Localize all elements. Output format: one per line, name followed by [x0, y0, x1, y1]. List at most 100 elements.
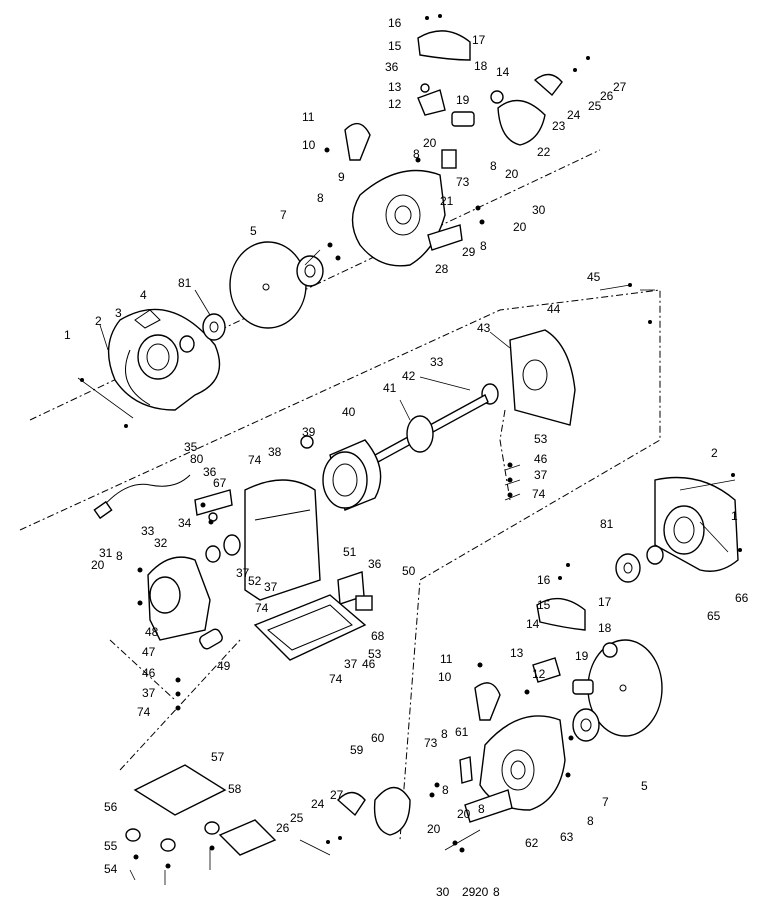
- callout-label: 10: [302, 138, 316, 152]
- callout-label: 52: [248, 574, 262, 588]
- right-tool-rest: [459, 756, 513, 823]
- callout-label: 14: [526, 617, 540, 631]
- callout-label: 8: [116, 549, 123, 563]
- callout-label: 67: [213, 476, 227, 490]
- switch-box: [337, 571, 373, 611]
- callout-label: 39: [302, 425, 316, 439]
- leader-lines: [77, 249, 736, 885]
- callout-label: 20: [457, 807, 471, 821]
- callout-label: 80: [190, 452, 204, 466]
- callout-label: 2: [711, 446, 718, 460]
- callout-label: 8: [490, 159, 497, 173]
- left-flange-nut: [179, 313, 226, 353]
- callout-label: 8: [442, 783, 449, 797]
- callout-label: 73: [456, 175, 470, 189]
- front-end-bell: [147, 556, 211, 641]
- callout-label: 11: [440, 652, 453, 666]
- front-bearing-cap: [300, 435, 314, 449]
- callout-label: 29: [462, 245, 476, 259]
- left-eye-shield-assembly: [417, 30, 563, 146]
- callout-label: 4: [140, 288, 147, 302]
- callout-label: 7: [280, 208, 287, 222]
- callout-label: 68: [371, 629, 385, 643]
- callout-label: 9: [338, 170, 345, 184]
- callout-label: 53: [534, 432, 548, 446]
- callout-label: 46: [142, 666, 156, 680]
- callout-label: 26: [276, 821, 290, 835]
- power-cord: [93, 474, 191, 520]
- callout-label: 37: [236, 566, 250, 580]
- callout-label: 8: [478, 802, 485, 816]
- callout-label: 19: [575, 649, 589, 663]
- callout-label: 74: [255, 601, 269, 615]
- callout-label: 8: [441, 727, 448, 741]
- callout-label: 45: [587, 270, 601, 284]
- callout-label: 19: [456, 93, 470, 107]
- left-tool-rest: [427, 149, 463, 251]
- callout-label: 81: [600, 517, 614, 531]
- callout-label: 20: [91, 558, 105, 572]
- callout-label: 24: [567, 108, 581, 122]
- callout-label: 15: [537, 598, 551, 612]
- callout-label: 17: [472, 33, 486, 47]
- callout-label: 1: [64, 328, 71, 342]
- callout-label: 34: [178, 516, 192, 530]
- callout-label: 1: [731, 509, 738, 523]
- callout-label: 35: [184, 440, 198, 454]
- callout-label: 53: [368, 647, 382, 661]
- callout-label: 56: [104, 800, 118, 814]
- bearing-washer: [205, 534, 241, 563]
- left-guard-housing: [351, 169, 446, 267]
- callout-label: 2: [95, 314, 102, 328]
- base-housing: [244, 479, 321, 601]
- callout-label: 37: [264, 580, 278, 594]
- callout-label: 8: [317, 191, 324, 205]
- callout-label: 30: [532, 203, 546, 217]
- right-eye-shield-assembly: [532, 597, 618, 695]
- callout-label: 50: [402, 564, 416, 578]
- callout-label: 29: [462, 885, 476, 899]
- callout-label: 49: [217, 659, 231, 673]
- callout-label: 11: [302, 110, 315, 124]
- callout-label: 61: [455, 725, 469, 739]
- callout-label: 74: [248, 453, 262, 467]
- callout-labels: 16 17 15 36 18 14 27 26 13 25 24 12 19 2…: [64, 16, 749, 899]
- callout-label: 41: [383, 381, 397, 395]
- callout-label: 24: [311, 797, 325, 811]
- fasteners: [80, 14, 742, 869]
- callout-label: 10: [438, 670, 452, 684]
- callout-label: 3: [115, 306, 122, 320]
- callout-label: 63: [560, 830, 574, 844]
- callout-label: 8: [493, 885, 500, 899]
- callout-label: 44: [547, 302, 561, 316]
- callout-label: 18: [474, 59, 488, 73]
- callout-label: 74: [137, 705, 151, 719]
- callout-label: 57: [211, 750, 225, 764]
- callout-label: 40: [342, 405, 356, 419]
- switch-plate: [194, 489, 233, 522]
- callout-label: 17: [598, 595, 612, 609]
- callout-label: 5: [641, 779, 648, 793]
- left-spark-arrestor: [344, 122, 371, 161]
- callout-label: 66: [735, 591, 749, 605]
- base-pan: [253, 594, 367, 661]
- callout-label: 22: [537, 145, 551, 159]
- callout-label: 12: [388, 97, 402, 111]
- right-wheel-guard: [654, 476, 739, 572]
- callout-label: 48: [145, 625, 159, 639]
- right-inner-flange: [572, 708, 600, 742]
- callout-label: 36: [368, 557, 382, 571]
- callout-label: 74: [532, 487, 546, 501]
- callout-label: 20: [423, 136, 437, 150]
- callout-label: 32: [154, 536, 168, 550]
- stator: [322, 439, 382, 511]
- callout-label: 20: [505, 167, 519, 181]
- water-tray-shield: [336, 786, 411, 836]
- callout-label: 8: [480, 239, 487, 253]
- left-grinding-wheel: [229, 241, 307, 329]
- callout-label: 47: [142, 645, 156, 659]
- callout-label: 36: [203, 465, 217, 479]
- callout-label: 23: [552, 119, 566, 133]
- callout-label: 28: [435, 262, 449, 276]
